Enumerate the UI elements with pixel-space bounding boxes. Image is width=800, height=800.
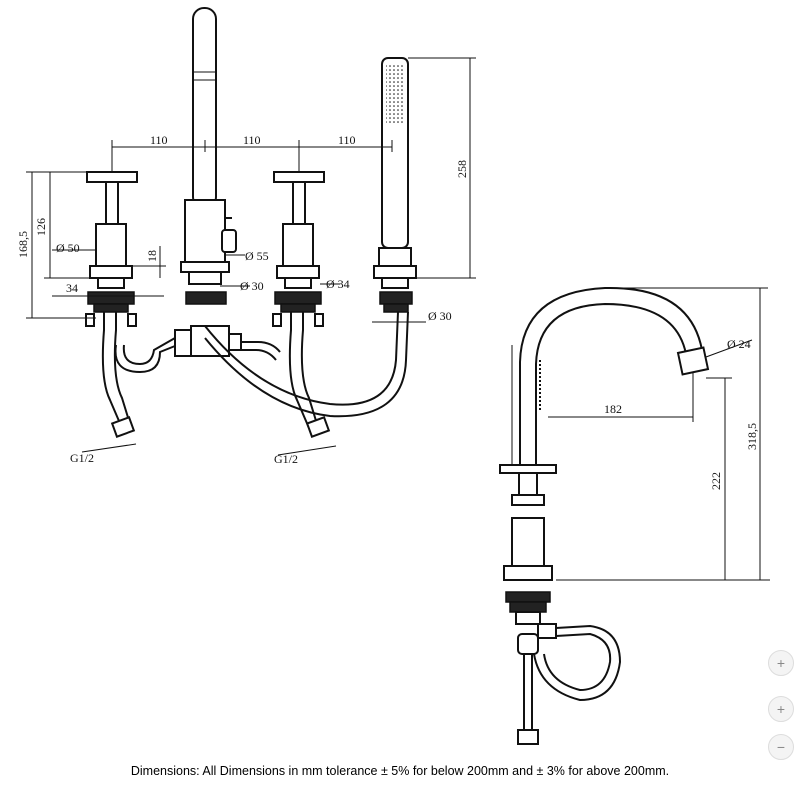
dim-right-diameter-34: Ø 34 xyxy=(326,277,350,291)
dimensions-caption: Dimensions: All Dimensions in mm toleran… xyxy=(130,764,670,778)
side-view-assembly: Ø 24 182 222 318,5 xyxy=(499,286,770,745)
zoom-out-button[interactable]: − xyxy=(768,734,794,760)
spout-body xyxy=(499,464,557,625)
front-view-assembly: 110 110 110 168,5 126 258 Ø 50 18 Ø 55 3… xyxy=(16,7,476,466)
front-dimensions xyxy=(26,57,476,456)
supply-hoses xyxy=(101,311,409,438)
center-spout xyxy=(180,7,237,285)
zoom-reset-button[interactable]: + xyxy=(768,696,794,722)
dim-total-height: 318,5 xyxy=(745,423,759,450)
dim-height-222: 222 xyxy=(709,472,723,490)
dim-spout-body-diameter: Ø 55 xyxy=(245,249,269,263)
dim-spacing-1: 110 xyxy=(150,133,168,147)
right-valve xyxy=(273,171,325,289)
dim-thread-right: G1/2 xyxy=(274,452,298,466)
dim-34-left: 34 xyxy=(66,281,78,295)
hand-shower xyxy=(373,57,417,289)
dim-thread-left: G1/2 xyxy=(70,451,94,465)
gooseneck-spout xyxy=(511,286,710,465)
technical-drawing: 110 110 110 168,5 126 258 Ø 50 18 Ø 55 3… xyxy=(16,7,770,745)
left-valve xyxy=(86,171,138,289)
dim-valve-diameter: Ø 50 xyxy=(56,241,80,255)
zoom-in-button[interactable]: + xyxy=(768,650,794,676)
dim-center-diameter-30: Ø 30 xyxy=(240,279,264,293)
dim-handshower-height: 258 xyxy=(455,160,469,178)
underdeck-fixings xyxy=(85,291,413,327)
dim-spacing-2: 110 xyxy=(243,133,261,147)
dim-spacing-3: 110 xyxy=(338,133,356,147)
dim-outlet-diameter: Ø 24 xyxy=(727,337,751,351)
dim-height-18: 18 xyxy=(145,250,159,262)
dim-height-total: 168,5 xyxy=(16,231,30,258)
dim-height-handle: 126 xyxy=(34,218,48,236)
dim-handshower-diameter-30: Ø 30 xyxy=(428,309,452,323)
side-dimensions xyxy=(548,287,770,581)
dim-reach: 182 xyxy=(604,402,622,416)
side-hoses xyxy=(517,623,622,745)
